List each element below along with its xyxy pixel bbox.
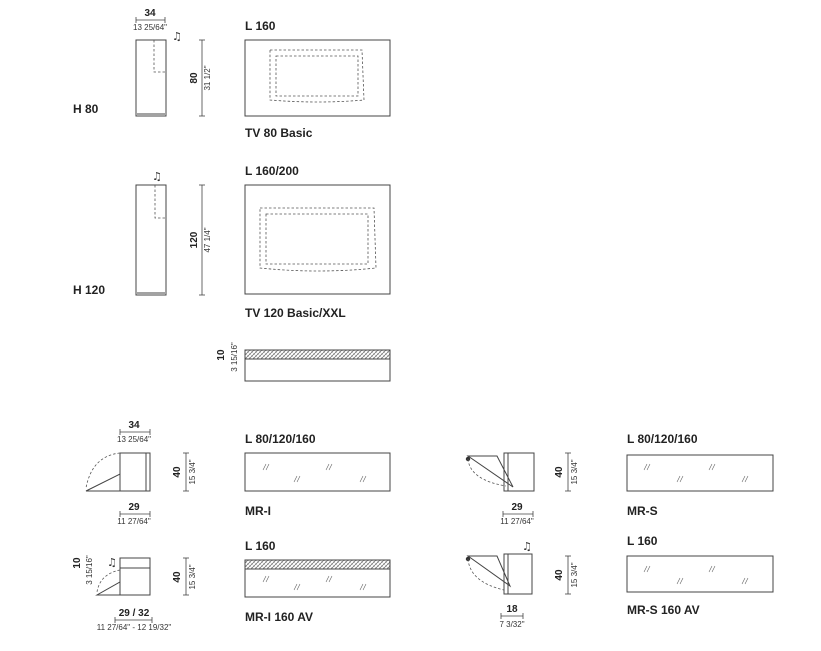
music-note-icon: ♫: [172, 30, 182, 43]
mr-i-av-side-view: [119, 557, 151, 596]
shelf-body: [244, 358, 391, 382]
mr-s-av-depth-cm: 18: [506, 604, 518, 615]
mr-i-depth-top-inch: 13 25/64": [117, 435, 151, 444]
tv120-front-view: [244, 184, 391, 295]
mr-i-av-model-name: MR-I 160 AV: [245, 610, 313, 624]
shelf-thickness-inch: 3 15/16": [230, 342, 239, 372]
shelf-thickness-cm: 10: [216, 349, 227, 361]
shelf-group: 10 3 15/16": [216, 342, 391, 382]
mr-i-av-top-hatched: [244, 559, 391, 570]
tv80-width-inch: 13 25/64": [133, 23, 167, 32]
mr-s-av-height-cm: 40: [554, 569, 565, 581]
mr-s-depth-bottom-cm: 29: [511, 502, 523, 513]
mr-i-height-cm: 40: [172, 466, 183, 478]
music-note-icon: ♫: [152, 170, 162, 183]
mr-i-av-group: 10 3 15/16" ♫ 29 / 32 11 27/64" - 12 19/…: [72, 539, 391, 632]
mr-s-av-side-view: [503, 553, 533, 595]
tv80-height-cm: 80: [189, 72, 200, 84]
tv80-model-name: TV 80 Basic: [245, 126, 313, 140]
shelf-top-hatched: [244, 349, 391, 360]
tv80-length-label: L 160: [245, 19, 276, 33]
glass-reflection-marks: [643, 463, 749, 483]
mr-s-height-cm: 40: [554, 466, 565, 478]
h120-label: H 120: [73, 283, 105, 297]
tv120-model-name: TV 120 Basic/XXL: [245, 306, 346, 320]
mr-i-av-depth-cm: 29 / 32: [119, 608, 150, 619]
mr-i-length-label: L 80/120/160: [245, 432, 316, 446]
tv80-side-view: [135, 39, 167, 117]
mr-s-model-name: MR-S: [627, 504, 658, 518]
mr-s-av-height-inch: 15 3/4": [570, 562, 579, 587]
mr-s-av-model-name: MR-S 160 AV: [627, 603, 700, 617]
mr-i-depth-bottom-inch: 11 27/64": [117, 517, 151, 526]
glass-reflection-marks: [262, 575, 367, 591]
glass-reflection-marks: [262, 463, 367, 483]
mr-i-model-name: MR-I: [245, 504, 271, 518]
music-note-icon: ♫: [107, 556, 117, 569]
tv80-front-view: [244, 39, 391, 117]
mr-i-av-top-inch: 3 15/16": [85, 555, 94, 585]
mr-i-front-view: [244, 452, 391, 492]
mr-i-av-height-cm: 40: [172, 571, 183, 583]
glass-reflection-marks: [643, 565, 749, 585]
mr-s-av-length-label: L 160: [627, 534, 658, 548]
mr-i-av-top-cm: 10: [72, 557, 83, 569]
tv120-side-view: [135, 184, 167, 296]
tv120-height-cm: 120: [189, 231, 200, 248]
mr-s-av-depth-inch: 7 3/32": [499, 620, 524, 629]
music-note-icon: ♫: [522, 540, 532, 553]
mr-s-front-view: [626, 454, 774, 492]
tv80-width-cm: 34: [144, 8, 156, 19]
mr-i-side-view: [119, 452, 151, 492]
mr-i-group: 34 13 25/64" 29 11 27/64" 40 15 3/4" L 8…: [85, 420, 391, 526]
mr-s-height-inch: 15 3/4": [570, 459, 579, 484]
mr-i-av-front-view: [244, 568, 391, 598]
tv80-group: H 80 34 13 25/64" ♫ 80 31 1/2" L 160 TV …: [73, 8, 391, 140]
mr-s-av-front-view: [626, 555, 774, 593]
tv120-group: H 120 ♫ 120 47 1/4" L 160/200 TV 120 Bas…: [73, 164, 391, 320]
mr-s-length-label: L 80/120/160: [627, 432, 698, 446]
mr-s-av-group: ♫ 18 7 3/32" 40 15 3/4" L 160 MR-S 160 A…: [465, 534, 774, 629]
mr-s-group: 29 11 27/64" 40 15 3/4" L 80/120/160 MR-…: [465, 432, 774, 526]
h80-label: H 80: [73, 102, 99, 116]
mr-i-height-inch: 15 3/4": [188, 459, 197, 484]
mr-i-av-height-inch: 15 3/4": [188, 564, 197, 589]
mr-s-depth-bottom-inch: 11 27/64": [500, 517, 534, 526]
mr-i-depth-top-cm: 34: [128, 420, 140, 431]
mr-i-av-depth-inch: 11 27/64" - 12 19/32": [97, 623, 172, 632]
mr-i-av-length-label: L 160: [245, 539, 276, 553]
tv80-height-inch: 31 1/2": [203, 65, 212, 90]
tv120-height-inch: 47 1/4": [203, 227, 212, 252]
tv120-length-label: L 160/200: [245, 164, 299, 178]
mr-i-depth-bottom-cm: 29: [128, 502, 140, 513]
mr-s-side-view: [503, 452, 535, 492]
